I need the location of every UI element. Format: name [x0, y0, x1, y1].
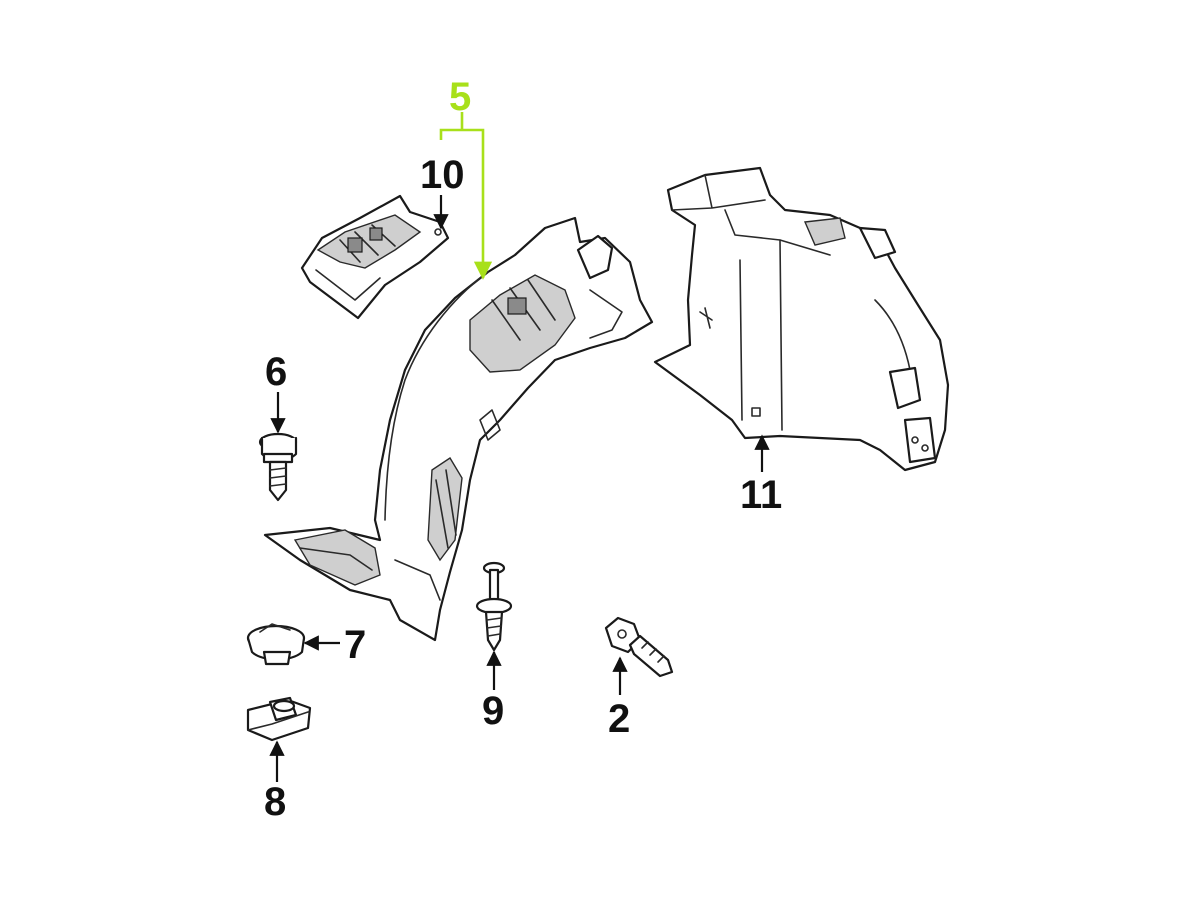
- callout-5: 5: [449, 75, 471, 119]
- callout-9: 9: [482, 689, 504, 733]
- callout-2: 2: [608, 697, 630, 741]
- callout-11: 11: [740, 473, 782, 517]
- leader-5-bracket: [439, 128, 485, 140]
- callout-7: 7: [344, 623, 366, 667]
- leader-lines: [269, 112, 770, 782]
- part-2-bolt: [604, 616, 674, 678]
- callout-6: 6: [265, 350, 287, 394]
- part-10-shield: [300, 194, 450, 320]
- part-6-bolt: [258, 432, 298, 502]
- callout-8: 8: [264, 780, 286, 824]
- callout-10: 10: [420, 153, 465, 197]
- part-8-nut: [246, 696, 312, 742]
- part-5-fender-liner: [263, 216, 654, 642]
- part-11-outer-liner: [653, 166, 950, 472]
- part-9-pin: [475, 561, 513, 652]
- callout-labels: 5 10 6 7 8 9 2 11: [264, 75, 782, 824]
- part-7-clip: [246, 623, 306, 666]
